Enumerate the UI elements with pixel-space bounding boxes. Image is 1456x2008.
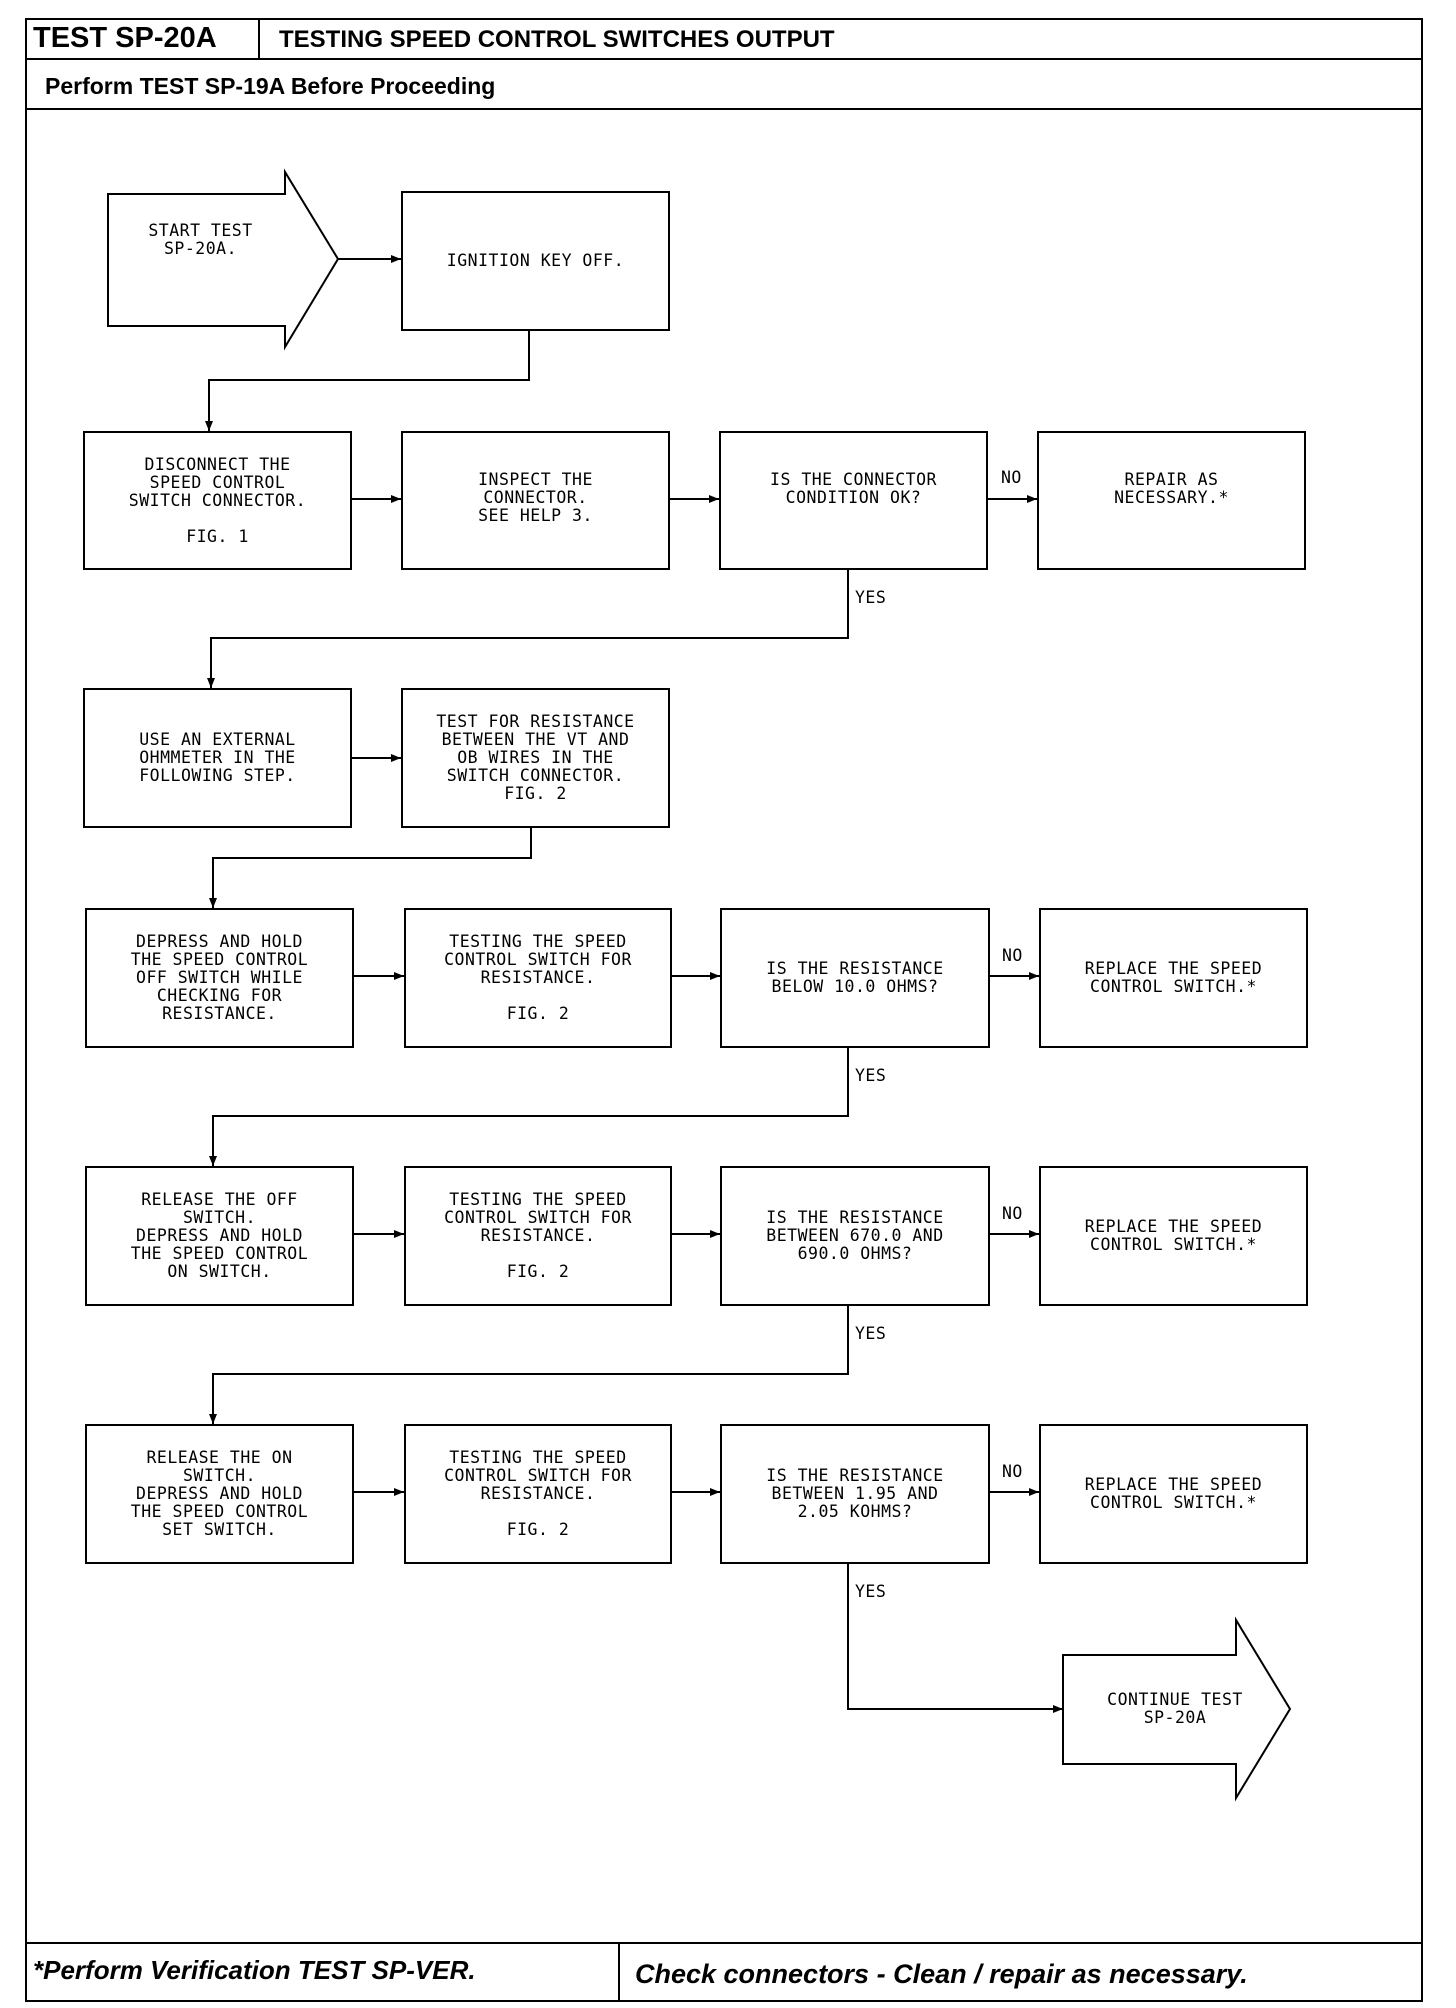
page-frame [25, 18, 1423, 2002]
step-use-ohmmeter: USE AN EXTERNAL OHMMETER IN THE FOLLOWIN… [83, 688, 352, 828]
step-testing-off: TESTING THE SPEED CONTROL SWITCH FOR RES… [404, 908, 672, 1048]
start-test-arrow: START TEST SP-20A. [148, 221, 253, 258]
footer-row: *Perform Verification TEST SP-VER. Check… [25, 1942, 1423, 2002]
footer-verification-note: *Perform Verification TEST SP-VER. [25, 1944, 620, 2002]
question-below-10-ohms: IS THE RESISTANCE BELOW 10.0 OHMS? [720, 908, 990, 1048]
step-depress-off-switch: DEPRESS AND HOLD THE SPEED CONTROL OFF S… [85, 908, 354, 1048]
step-ignition-off: IGNITION KEY OFF. [401, 191, 670, 331]
step-testing-set: TESTING THE SPEED CONTROL SWITCH FOR RES… [404, 1424, 672, 1564]
prerequisite-text: Perform TEST SP-19A Before Proceeding [45, 73, 496, 99]
label-no-4: NO [1002, 1462, 1023, 1481]
continue-arrow-shape [1062, 1616, 1292, 1802]
step-replace-switch-2: REPLACE THE SPEED CONTROL SWITCH.* [1039, 1166, 1308, 1306]
label-yes-1: YES [855, 588, 887, 607]
step-inspect-connector: INSPECT THE CONNECTOR. SEE HELP 3. [401, 431, 670, 570]
question-connector-ok: IS THE CONNECTOR CONDITION OK? [719, 431, 988, 570]
header-row: TEST SP-20A TESTING SPEED CONTROL SWITCH… [25, 18, 1423, 60]
step-disconnect-connector: DISCONNECT THE SPEED CONTROL SWITCH CONN… [83, 431, 352, 570]
label-no-3: NO [1002, 1204, 1023, 1223]
label-yes-4: YES [855, 1582, 887, 1601]
step-repair: REPAIR AS NECESSARY.* [1037, 431, 1306, 570]
step-depress-set-switch: RELEASE THE ON SWITCH. DEPRESS AND HOLD … [85, 1424, 354, 1564]
start-arrow-shape [107, 168, 340, 351]
step-testing-on: TESTING THE SPEED CONTROL SWITCH FOR RES… [404, 1166, 672, 1306]
label-yes-3: YES [855, 1324, 887, 1343]
question-670-690-ohms: IS THE RESISTANCE BETWEEN 670.0 AND 690.… [720, 1166, 990, 1306]
continue-test-arrow: CONTINUE TEST SP-20A [1107, 1690, 1243, 1727]
step-replace-switch-3: REPLACE THE SPEED CONTROL SWITCH.* [1039, 1424, 1308, 1564]
label-no-2: NO [1002, 946, 1023, 965]
page-title: TESTING SPEED CONTROL SWITCHES OUTPUT [279, 26, 835, 53]
prerequisite-row: Perform TEST SP-19A Before Proceeding [25, 60, 1423, 110]
footer-connector-note: Check connectors - Clean / repair as nec… [635, 1959, 1248, 1989]
step-depress-on-switch: RELEASE THE OFF SWITCH. DEPRESS AND HOLD… [85, 1166, 354, 1306]
step-test-resistance: TEST FOR RESISTANCE BETWEEN THE VT AND O… [401, 688, 670, 828]
question-1-95-2-05-kohms: IS THE RESISTANCE BETWEEN 1.95 AND 2.05 … [720, 1424, 990, 1564]
label-no-1: NO [1001, 468, 1022, 487]
step-replace-switch-1: REPLACE THE SPEED CONTROL SWITCH.* [1039, 908, 1308, 1048]
test-id: TEST SP-20A [25, 18, 260, 58]
label-yes-2: YES [855, 1066, 887, 1085]
